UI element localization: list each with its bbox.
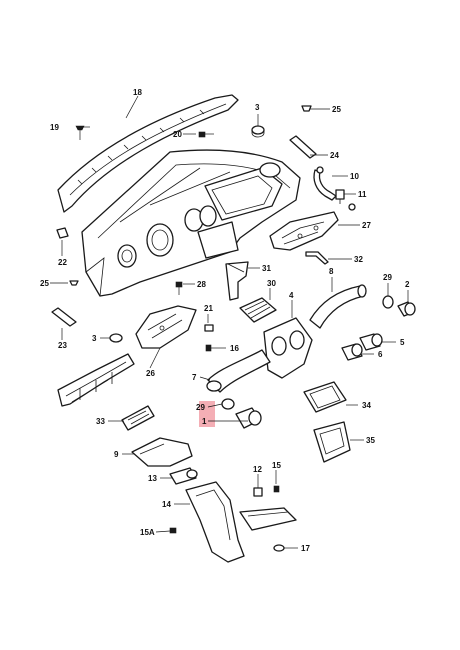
duct-8 — [309, 284, 367, 329]
clip-25-top — [301, 105, 312, 112]
hose-10 — [313, 166, 337, 201]
screw-15a — [169, 527, 177, 534]
callout-20: 20 — [173, 130, 182, 139]
clip-25-left — [69, 280, 79, 286]
callout-3-left: 3 — [92, 334, 97, 343]
callout-4: 4 — [289, 291, 294, 300]
callout-18: 18 — [133, 88, 142, 97]
callout-19: 19 — [50, 123, 59, 132]
callout-3-top: 3 — [255, 103, 260, 112]
callout-28: 28 — [197, 280, 206, 289]
seal-ring-29-right — [382, 295, 394, 309]
callout-26: 26 — [146, 369, 155, 378]
highlight-marker — [199, 401, 215, 427]
callout-17: 17 — [301, 544, 310, 553]
callout-6: 6 — [378, 350, 383, 359]
floor-duct-14 — [185, 481, 245, 563]
vent-grille-30 — [239, 297, 277, 323]
bracket-26 — [135, 305, 197, 349]
dashboard-panel — [81, 149, 301, 297]
display-unit-34 — [303, 381, 347, 413]
callout-29-left: 29 — [196, 403, 205, 412]
rod-32 — [305, 251, 329, 265]
callout-15: 15 — [272, 461, 281, 470]
clip-19 — [75, 125, 85, 140]
nut-17 — [273, 544, 285, 552]
left-bracket-assembly — [57, 353, 135, 407]
cap-3-left — [109, 333, 123, 343]
callout-35: 35 — [366, 436, 375, 445]
cap-3-top — [251, 125, 265, 138]
callout-9: 9 — [114, 450, 119, 459]
callout-13: 13 — [148, 474, 157, 483]
vent-nozzle-5 — [359, 333, 383, 351]
clip-21 — [204, 324, 214, 332]
vent-nozzle-1 — [235, 407, 262, 429]
duct-9 — [131, 437, 193, 467]
screw-20 — [198, 131, 214, 138]
rear-duct — [239, 507, 297, 531]
sensor-11 — [335, 189, 345, 204]
callout-7: 7 — [192, 373, 197, 382]
callout-21: 21 — [204, 304, 213, 313]
plug-22 — [56, 227, 69, 239]
callout-22: 22 — [58, 258, 67, 267]
connector-13 — [169, 467, 198, 485]
callout-31: 31 — [262, 264, 271, 273]
callout-10: 10 — [350, 172, 359, 181]
callout-27: 27 — [362, 221, 371, 230]
nut-11 — [348, 203, 356, 211]
callout-14: 14 — [162, 500, 171, 509]
callout-1: 1 — [202, 417, 207, 426]
callout-23: 23 — [58, 341, 67, 350]
leader-lines — [50, 95, 409, 549]
callout-34: 34 — [362, 401, 371, 410]
center-vent-housing-4 — [263, 317, 313, 379]
callout-24: 24 — [330, 151, 339, 160]
clip-12 — [253, 487, 263, 497]
tray-35 — [313, 421, 351, 463]
cover-panel-33 — [121, 405, 155, 431]
vent-nozzle-2 — [397, 301, 416, 317]
callout-25-top: 25 — [332, 105, 341, 114]
seal-ring-29-left — [221, 398, 235, 410]
callout-33: 33 — [96, 417, 105, 426]
callout-30: 30 — [267, 279, 276, 288]
trim-23 — [51, 307, 77, 327]
callout-labels: 18 19 20 3 25 24 10 11 27 32 22 25 23 28… — [40, 88, 410, 553]
bracket-27 — [269, 211, 339, 251]
duct-31 — [225, 261, 249, 301]
callout-8: 8 — [329, 267, 334, 276]
callout-29-right: 29 — [383, 273, 392, 282]
trim-24 — [289, 135, 317, 159]
screw-16 — [205, 344, 226, 352]
screw-28 — [175, 281, 183, 295]
callout-25-left: 25 — [40, 279, 49, 288]
duct-7 — [206, 349, 271, 393]
screw-15 — [273, 485, 280, 493]
callout-11: 11 — [358, 190, 367, 199]
callout-5: 5 — [400, 338, 405, 347]
callout-16: 16 — [230, 344, 239, 353]
callout-12: 12 — [253, 465, 262, 474]
dash-top-trim-strip — [57, 94, 239, 213]
callout-2: 2 — [405, 280, 410, 289]
vent-nozzle-6 — [341, 343, 363, 361]
callout-15a: 15A — [140, 528, 155, 537]
callout-32: 32 — [354, 255, 363, 264]
